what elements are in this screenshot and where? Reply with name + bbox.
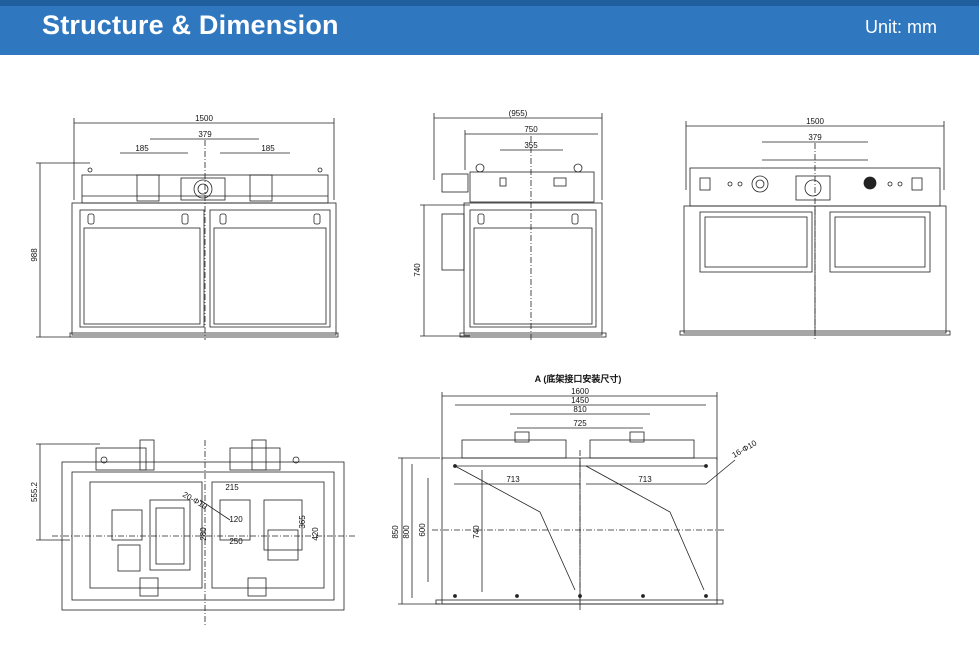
mount-d810: 810 — [573, 405, 587, 414]
front-right-dim: 185 — [261, 144, 275, 153]
mount-d713-right: 713 — [638, 475, 652, 484]
side-inner-dim: 355 — [524, 141, 538, 150]
technical-drawings: 1500 379 185 185 988 — [30, 109, 951, 625]
mount-d800: 800 — [402, 525, 411, 539]
rear-view: 1500 379 — [679, 117, 951, 340]
bottom-d280: 280 — [199, 527, 208, 541]
mount-d600: 600 — [418, 523, 427, 537]
mount-view: A (底架接口安装尺寸) 1600 1450 810 725 713 713 1… — [391, 373, 759, 612]
side-height-dim: 740 — [413, 263, 422, 277]
bottom-d365: 365 — [298, 515, 307, 529]
side-overall-dim: (955) — [509, 109, 528, 118]
mount-d740: 740 — [472, 525, 481, 539]
bottom-d215: 215 — [225, 483, 239, 492]
bottom-height-dim: 555.2 — [30, 481, 39, 502]
banner-accent-strip — [0, 0, 979, 6]
mount-d725: 725 — [573, 419, 587, 428]
bottom-d420: 420 — [311, 527, 320, 541]
bottom-holes-label: 20-Φ10 — [181, 490, 209, 511]
mount-holes-label: 16-Φ10 — [731, 438, 759, 459]
bottom-d250: 250 — [229, 537, 243, 546]
page-title: Structure & Dimension — [42, 10, 339, 40]
mount-caption: A (底架接口安装尺寸) — [535, 373, 622, 384]
mount-d850: 850 — [391, 525, 400, 539]
front-left-dim: 185 — [135, 144, 149, 153]
bottom-d120: 120 — [229, 515, 243, 524]
bottom-view: 555.2 20-Φ10 215 120 250 280 365 420 — [30, 439, 355, 625]
rear-width-dim: 1500 — [806, 117, 824, 126]
mount-d1600: 1600 — [571, 387, 589, 396]
mount-d713-left: 713 — [506, 475, 520, 484]
front-height-dim: 988 — [30, 248, 39, 262]
front-view: 1500 379 185 185 988 — [30, 114, 339, 340]
front-width-dim: 1500 — [195, 114, 213, 123]
unit-label: Unit: mm — [865, 17, 937, 37]
mount-d1450: 1450 — [571, 396, 589, 405]
side-width-dim: 750 — [524, 125, 538, 134]
front-inner-dim: 379 — [198, 130, 212, 139]
side-view: (955) 750 355 740 — [413, 109, 607, 340]
rear-inner-dim: 379 — [808, 133, 822, 142]
header-banner: Structure & Dimension Unit: mm — [0, 0, 979, 55]
